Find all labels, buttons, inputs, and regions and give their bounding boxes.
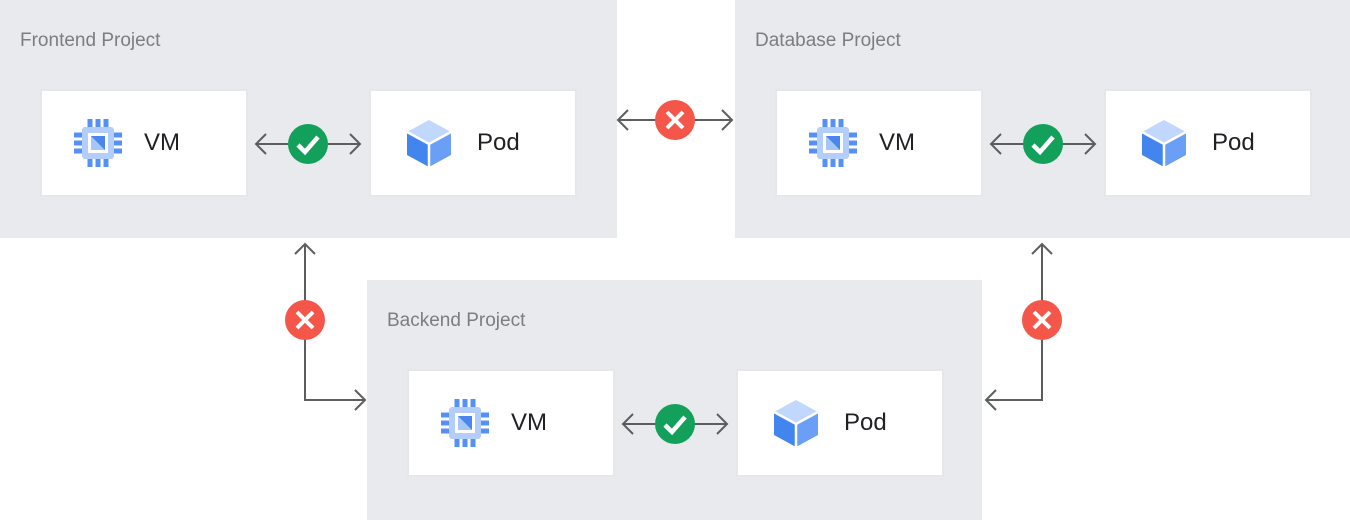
project-title: Database Project bbox=[755, 30, 901, 51]
project-title: Frontend Project bbox=[20, 30, 161, 51]
vm-pod-allowed-connection bbox=[254, 124, 362, 164]
allowed-badge bbox=[1023, 124, 1063, 164]
vm-node: VM bbox=[40, 89, 248, 197]
arrow-head-left bbox=[621, 413, 634, 435]
allowed-badge bbox=[655, 404, 695, 444]
vm-node: VM bbox=[775, 89, 983, 197]
pod-cube-icon bbox=[1141, 120, 1187, 167]
pod-cube-icon bbox=[406, 120, 452, 167]
vm-chip-icon bbox=[74, 119, 122, 167]
vm-chip-icon bbox=[809, 119, 857, 167]
pod-node: Pod bbox=[736, 369, 944, 477]
x-icon bbox=[295, 310, 315, 330]
project-panel-frontend: Frontend Project VM bbox=[0, 0, 617, 238]
arrow-head-left bbox=[616, 109, 629, 131]
pod-label: Pod bbox=[1212, 129, 1255, 156]
pod-label: Pod bbox=[477, 129, 520, 156]
arrow-head-up bbox=[294, 242, 316, 255]
arrow-head-left bbox=[984, 389, 997, 411]
arrow-head-right bbox=[716, 413, 729, 435]
vm-chip-icon bbox=[441, 399, 489, 447]
arrow-head-right bbox=[349, 133, 362, 155]
arrow-head-right bbox=[1084, 133, 1097, 155]
arrow-head-left bbox=[989, 133, 1002, 155]
check-icon bbox=[1031, 135, 1055, 156]
database-backend-blocked-connection bbox=[984, 242, 1062, 411]
x-icon bbox=[1032, 310, 1052, 330]
project-title: Backend Project bbox=[387, 310, 526, 331]
arrow-head-up bbox=[1031, 242, 1053, 255]
pod-label: Pod bbox=[844, 409, 887, 436]
vm-pod-allowed-connection bbox=[621, 404, 729, 444]
frontend-backend-blocked-connection bbox=[285, 242, 367, 411]
pod-node: Pod bbox=[1104, 89, 1312, 197]
arrow-head-left bbox=[254, 133, 267, 155]
vm-label: VM bbox=[511, 409, 547, 436]
check-icon bbox=[663, 415, 687, 436]
vm-pod-allowed-connection bbox=[989, 124, 1097, 164]
project-panel-database: Database Project VM bbox=[735, 0, 1350, 238]
x-icon bbox=[665, 110, 685, 130]
frontend-database-blocked-connection bbox=[616, 100, 734, 140]
arrow-head-right bbox=[354, 389, 367, 411]
vm-label: VM bbox=[879, 129, 915, 156]
pod-node: Pod bbox=[369, 89, 577, 197]
allowed-badge bbox=[288, 124, 328, 164]
vm-label: VM bbox=[144, 129, 180, 156]
pod-cube-icon bbox=[773, 400, 819, 447]
vm-node: VM bbox=[407, 369, 615, 477]
arrow-head-right bbox=[721, 109, 734, 131]
project-panel-backend: Backend Project VM bbox=[367, 280, 982, 520]
check-icon bbox=[296, 135, 320, 156]
